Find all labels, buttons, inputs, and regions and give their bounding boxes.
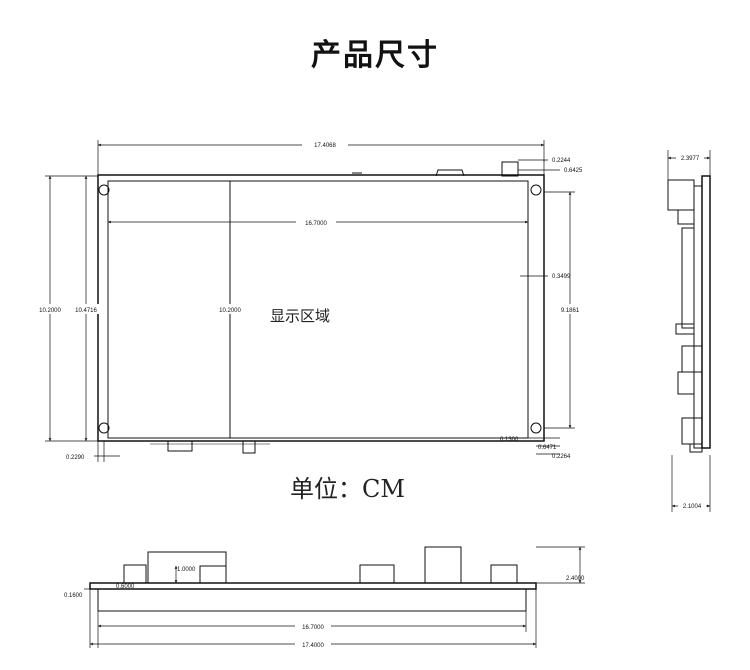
front-width-display-label: 16.7000: [305, 221, 327, 227]
bottom-component-height-label: 1.0000: [177, 567, 196, 573]
bottom-width-inner-label: 16.7000: [302, 625, 324, 631]
mount-hole-br: [530, 422, 542, 434]
side-connector-top: [667, 179, 695, 211]
bottom-board: [89, 582, 537, 590]
display-area-label: 显示区域: [270, 307, 330, 325]
side-width-bottom-label: 2.1004: [683, 504, 702, 510]
display-area: [107, 180, 529, 439]
bottom-total-height-label: 2.4000: [566, 576, 585, 582]
bottom-width-total-label: 17.4000: [302, 643, 324, 649]
bottom-dimension-lines: [84, 546, 585, 648]
bottom-component-2: [359, 564, 395, 584]
front-height-frame-label: 10.4716: [75, 308, 97, 314]
mount-hole-bl: [98, 422, 110, 434]
page-title: 产品尺寸: [311, 38, 439, 73]
bottom-tab-2: [242, 440, 256, 454]
offset-mid-label: 0.3499: [552, 274, 571, 280]
bottom-view: [89, 546, 537, 612]
offset-left-label: 0.2290: [66, 455, 85, 461]
front-height-right-label: 9.1861: [561, 308, 580, 314]
mount-hole-tl: [98, 184, 110, 196]
side-connector-mid: [681, 345, 703, 373]
side-board: [701, 175, 711, 449]
side-width-top-label: 2.3977: [681, 156, 700, 162]
side-connector-bottom: [681, 417, 703, 445]
bottom-board-thickness-label: 0.1600: [64, 593, 83, 599]
offset-bottom-inner-label: 0.1300: [500, 437, 519, 443]
bottom-component-3: [424, 546, 462, 584]
offset-top-2-label: 0.6425: [564, 168, 583, 174]
bottom-tab-1: [167, 440, 193, 452]
front-dimension-lines: [45, 140, 575, 462]
offset-bottom-2-label: 0.2264: [552, 454, 571, 460]
front-width-total-label: 17.4068: [314, 143, 336, 149]
top-small-tab: [435, 169, 465, 177]
front-height-display-label: 10.2000: [219, 308, 241, 314]
top-connector: [501, 161, 519, 177]
offset-bottom-1-label: 0.6471: [538, 445, 557, 451]
front-height-outer-label: 10.2000: [39, 308, 61, 314]
bottom-offset-label: 0.6000: [116, 584, 135, 590]
side-view: [667, 175, 711, 453]
mount-hole-tr: [530, 184, 542, 196]
unit-label: 单位：CM: [290, 475, 405, 503]
offset-top-1-label: 0.2244: [552, 158, 571, 164]
side-dimension-lines: [667, 150, 711, 512]
